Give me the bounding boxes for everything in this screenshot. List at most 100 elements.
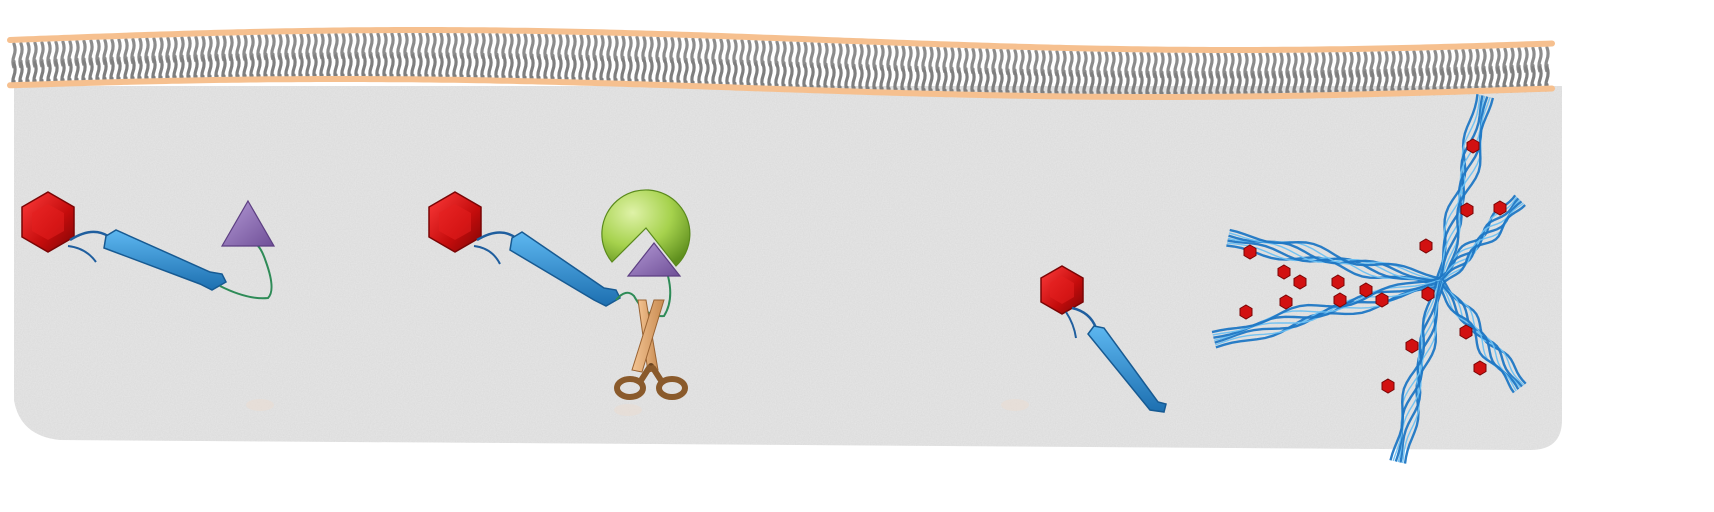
green-linker — [219, 245, 273, 300]
lipid-tail-lower — [746, 61, 752, 89]
lipid-tail-upper — [788, 41, 794, 68]
lipid-tail-lower — [900, 67, 906, 94]
lipid-tail-lower — [795, 63, 801, 90]
lipid-tail-upper — [676, 37, 682, 64]
lipid-tail-upper — [557, 33, 563, 60]
fibril-strand — [1442, 97, 1495, 284]
lipid-tail-upper — [550, 33, 556, 60]
lipid-tail-lower — [564, 56, 570, 83]
lipid-tail-upper — [858, 43, 864, 70]
hexagon-tag — [1293, 274, 1307, 290]
lipid-tail-lower — [396, 54, 402, 81]
lipid-tail-upper — [627, 35, 633, 62]
fibril-strand — [1389, 280, 1438, 461]
lipid-tail-upper — [662, 36, 668, 63]
blue-linker-tail — [67, 245, 97, 263]
lipid-tail-lower — [977, 69, 983, 96]
fibril-strand — [1211, 277, 1440, 334]
lipid-tail-lower — [760, 62, 766, 89]
lipid-tail-upper — [613, 35, 619, 62]
lipid-tail-lower — [676, 59, 682, 86]
lipid-tail-upper — [767, 40, 773, 67]
lipid-tail-lower — [459, 54, 465, 81]
fibril-strand — [1436, 283, 1515, 394]
lipid-tail-lower — [935, 68, 941, 95]
lipid-tail-lower — [844, 65, 850, 92]
hexagon-tag — [1493, 200, 1507, 216]
beta-strand — [509, 231, 621, 307]
lipid-tail-lower — [998, 70, 1004, 97]
lipid-tail-lower — [739, 61, 745, 88]
hexagon-tag — [1359, 282, 1373, 298]
lipid-tail-lower — [389, 54, 395, 81]
lipid-tail-lower — [858, 65, 864, 93]
lipid-tail-upper — [851, 43, 857, 70]
lipid-tail-lower — [473, 54, 479, 81]
lipid-tail-upper — [837, 42, 843, 70]
lipid-tail-upper — [844, 43, 850, 70]
lipid-tail-upper — [522, 33, 528, 60]
lipid-tail-upper — [599, 34, 605, 61]
hexagon-tag — [1239, 304, 1253, 320]
lipid-tail-upper — [816, 42, 822, 69]
lipid-tail-upper — [529, 33, 535, 60]
lipid-tail-lower — [1012, 70, 1018, 97]
lipid-tail-lower — [417, 54, 423, 81]
lipid-tail-lower — [571, 56, 577, 83]
lipid-tail-lower — [921, 68, 927, 95]
lipid-tail-lower — [641, 58, 647, 85]
fibril-strand — [1438, 197, 1520, 283]
lipid-tail-upper — [823, 42, 829, 69]
lipid-tail-upper — [494, 32, 500, 60]
hexagon-tag — [1459, 324, 1473, 340]
lipid-tail-upper — [886, 44, 892, 71]
lipid-bilayer-membrane — [7, 27, 1555, 100]
lipid-tail-lower — [830, 64, 836, 92]
lipid-tail-lower — [879, 66, 885, 93]
hexagon-tag — [1421, 286, 1435, 302]
lipid-tail-lower — [809, 64, 815, 91]
lipid-tail-upper — [564, 33, 570, 61]
lipid-tail-lower — [886, 66, 892, 94]
lipid-tail-lower — [634, 58, 640, 85]
beta-strand — [1087, 325, 1167, 413]
lipid-tail-upper — [760, 39, 766, 67]
lipid-tail-lower — [382, 54, 388, 81]
lipid-tail-lower — [802, 63, 808, 91]
lipid-tail-upper — [571, 34, 577, 61]
lipid-tail-upper — [592, 34, 598, 61]
lipid-tail-upper — [781, 40, 787, 67]
hexagon-tag — [1419, 238, 1433, 254]
stage-cleavage — [428, 189, 691, 400]
lipid-tail-upper — [802, 41, 808, 68]
lipid-tail-upper — [893, 45, 899, 72]
lipid-tail-upper — [865, 43, 871, 71]
lipid-tail-upper — [690, 37, 696, 64]
lipid-tail-lower — [893, 67, 899, 94]
lipid-tail-upper — [914, 45, 920, 72]
lipid-tail-lower — [851, 65, 857, 92]
stage-cleaved-peptide — [1040, 265, 1167, 413]
scissors-icon — [614, 299, 688, 400]
lipid-tail-upper — [536, 33, 542, 60]
stage-intact-construct — [21, 191, 276, 300]
lipid-tail-lower — [522, 55, 528, 82]
hexagon-tag — [1375, 292, 1389, 308]
hexagon-tag — [1473, 360, 1487, 376]
lipid-tail-lower — [767, 62, 773, 89]
hexagon-tag — [1331, 274, 1345, 290]
membrane-inner-leaflet — [7, 76, 1555, 100]
hexagon-tag — [1333, 292, 1347, 308]
lipid-tail-lower — [529, 55, 535, 82]
lipid-tail-lower — [732, 61, 738, 88]
lipid-tail-lower — [669, 59, 675, 86]
lipid-tail-upper — [578, 34, 584, 61]
lipid-tail-lower — [774, 62, 780, 90]
lipid-tail-upper — [606, 34, 612, 62]
lipid-tail-lower — [823, 64, 829, 91]
lipid-tail-upper — [732, 38, 738, 66]
lipid-tail-lower — [410, 54, 416, 81]
lipid-tail-lower — [788, 63, 794, 90]
lipid-tail-lower — [501, 55, 507, 82]
